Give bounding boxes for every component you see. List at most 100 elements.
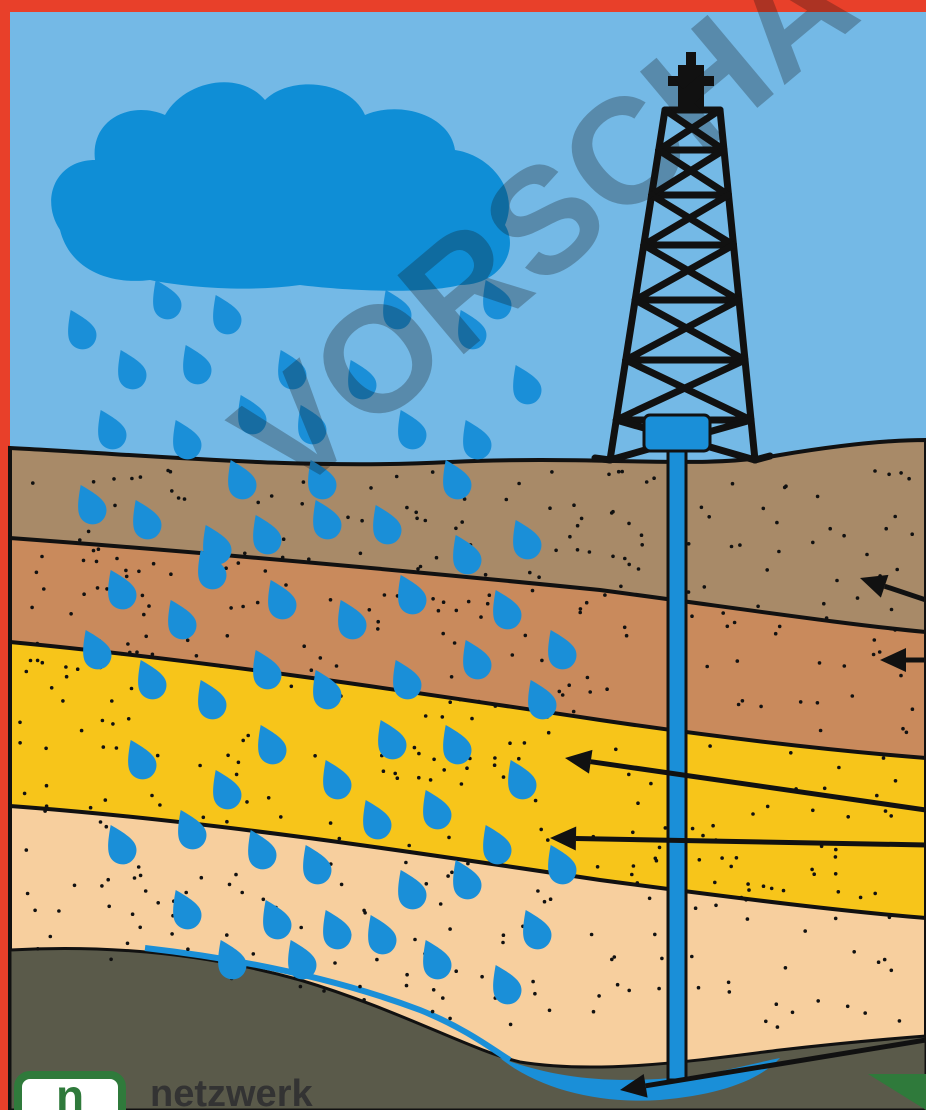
soil-dot [769, 886, 774, 891]
soil-dot [734, 856, 739, 860]
soil-dot [182, 497, 187, 501]
soil-dot [740, 699, 745, 703]
raindrop-icon [423, 940, 452, 980]
soil-dot [714, 903, 718, 908]
soil-dot [64, 674, 69, 679]
soil-dot [783, 966, 788, 970]
soil-dot [103, 798, 108, 802]
soil-dot [413, 937, 417, 942]
soil-dot [57, 909, 61, 913]
soil-dot [434, 555, 439, 560]
soil-dot [882, 957, 887, 962]
soil-dot [236, 760, 241, 765]
soil-dot [492, 763, 497, 767]
soil-dot [40, 554, 44, 559]
soil-dot [431, 988, 436, 992]
soil-dot [872, 638, 877, 642]
soil-dot [663, 826, 668, 830]
corner-triangle [868, 1074, 926, 1110]
soil-dot [834, 847, 838, 852]
soil-dot [88, 805, 93, 810]
soil-dot [901, 726, 905, 731]
soil-dot [33, 908, 37, 913]
soil-dot [424, 882, 429, 886]
soil-dot [744, 898, 748, 902]
soil-dot [44, 746, 48, 751]
soil-dot [810, 867, 814, 872]
soil-dot [822, 601, 826, 606]
soil-dot [889, 968, 894, 973]
soil-dot [899, 673, 903, 678]
soil-dot [536, 889, 540, 893]
soil-dot [657, 845, 662, 850]
soil-dot [732, 620, 737, 625]
raindrop-icon [443, 460, 472, 500]
soil-dot [811, 808, 815, 813]
soil-dot [369, 486, 373, 490]
soil-dot [653, 932, 657, 937]
raindrop-icon [463, 420, 492, 460]
soil-dot [81, 558, 86, 563]
soil-dot [236, 561, 241, 565]
soil-dot [850, 694, 855, 698]
soil-dot [895, 567, 899, 572]
soil-dot [852, 950, 856, 954]
raindrop-icon [323, 910, 352, 950]
soil-dot [49, 686, 54, 690]
soil-dot [35, 658, 40, 663]
soil-dot [721, 611, 725, 615]
soil-dot [44, 804, 49, 808]
soil-dot [446, 874, 450, 878]
soil-dot [462, 497, 467, 501]
raindrop-icon [453, 860, 482, 900]
soil-dot [151, 561, 156, 566]
soil-dot [690, 954, 694, 959]
soil-dot [234, 772, 239, 777]
drilling-derrick-icon [591, 52, 774, 464]
soil-dot [450, 870, 454, 875]
soil-dot [358, 551, 363, 556]
soil-dot [309, 668, 314, 672]
soil-dot [504, 497, 509, 502]
soil-dot [833, 872, 838, 876]
soil-dot [381, 769, 386, 773]
soil-dot [818, 728, 823, 733]
soil-dot [442, 768, 447, 772]
soil-dot [34, 570, 39, 575]
soil-dot [510, 653, 515, 657]
soil-dot [98, 820, 103, 824]
soil-dot [842, 664, 847, 668]
raindrop-icon [398, 575, 427, 615]
soil-dot [640, 543, 644, 547]
soil-dot [657, 986, 661, 991]
raindrop-icon [268, 580, 297, 620]
soil-dot [176, 496, 181, 500]
raindrop-icon [248, 830, 277, 870]
soil-dot [696, 985, 701, 990]
soil-dot [635, 881, 640, 885]
soil-dot [358, 984, 362, 989]
soil-dot [130, 912, 135, 916]
soil-dot [647, 896, 652, 901]
soil-dot [184, 890, 188, 895]
raindrop-icon [483, 825, 512, 865]
soil-dot [362, 998, 366, 1002]
soil-dot [150, 793, 154, 798]
soil-dot [836, 890, 841, 894]
raindrop-icon [238, 395, 267, 435]
soil-dot [436, 608, 441, 613]
soil-dot [225, 819, 229, 824]
soil-dot [554, 548, 558, 553]
soil-dot [508, 1022, 513, 1027]
soil-dot [226, 753, 230, 758]
soil-dot [61, 699, 65, 703]
soil-dot [423, 714, 428, 718]
soil-dot [873, 469, 877, 473]
soil-dot [280, 555, 285, 560]
soil-dot [240, 890, 244, 895]
soil-dot [485, 601, 490, 606]
cloud-icon [51, 82, 510, 291]
soil-dot [100, 884, 104, 888]
raindrops [68, 280, 577, 1005]
raindrop-icon [138, 660, 167, 700]
